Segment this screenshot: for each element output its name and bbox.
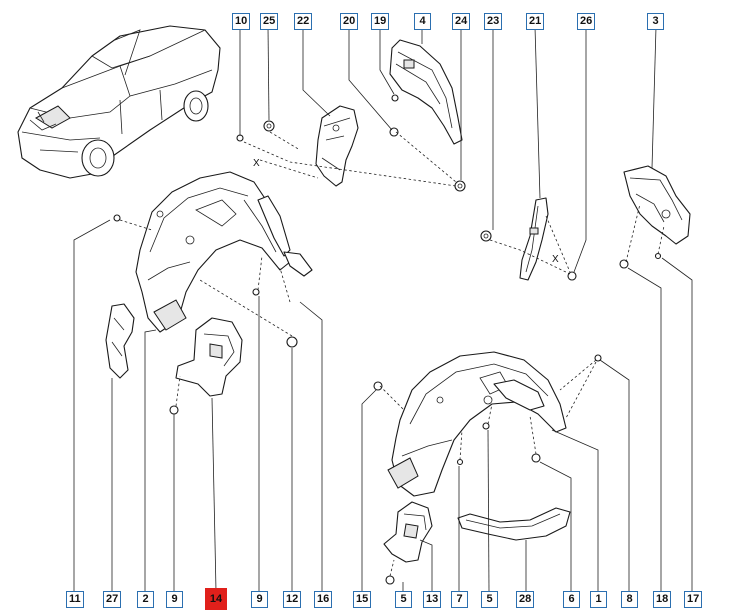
part-13-deflector bbox=[383, 501, 433, 563]
callout-25[interactable]: 25 bbox=[260, 13, 279, 30]
part-14-deflector bbox=[175, 317, 243, 397]
callout-6[interactable]: 6 bbox=[563, 591, 580, 608]
x-marker-mid: X bbox=[552, 254, 559, 265]
part-2-wheel-arch-liner-left bbox=[135, 171, 313, 333]
callout-2[interactable]: 2 bbox=[137, 591, 154, 608]
part-1-wheel-arch-liner-right bbox=[387, 351, 567, 497]
callout-4[interactable]: 4 bbox=[414, 13, 431, 30]
callout-22[interactable]: 22 bbox=[294, 13, 313, 30]
part-21-strip bbox=[519, 197, 549, 281]
car-thumbnail bbox=[17, 25, 221, 179]
callout-10[interactable]: 10 bbox=[232, 13, 251, 30]
callout-24[interactable]: 24 bbox=[452, 13, 471, 30]
callout-12[interactable]: 12 bbox=[283, 591, 302, 608]
callout-15[interactable]: 15 bbox=[353, 591, 372, 608]
callout-3[interactable]: 3 bbox=[647, 13, 664, 30]
assembly-lines bbox=[119, 131, 665, 577]
callout-5-left[interactable]: 5 bbox=[395, 591, 412, 608]
callout-20[interactable]: 20 bbox=[340, 13, 359, 30]
callout-28[interactable]: 28 bbox=[516, 591, 535, 608]
callout-16[interactable]: 16 bbox=[314, 591, 333, 608]
callout-19[interactable]: 19 bbox=[371, 13, 390, 30]
callout-21[interactable]: 21 bbox=[526, 13, 545, 30]
callout-1[interactable]: 1 bbox=[590, 591, 607, 608]
part-22-bracket bbox=[315, 105, 359, 187]
part-27-trim bbox=[105, 303, 135, 379]
callout-9-left[interactable]: 9 bbox=[166, 591, 183, 608]
callout-7[interactable]: 7 bbox=[451, 591, 468, 608]
part-4-shield bbox=[389, 39, 463, 145]
callout-9-right[interactable]: 9 bbox=[251, 591, 268, 608]
x-marker-left: X bbox=[253, 158, 260, 169]
leader-lines bbox=[73, 26, 693, 592]
callout-26[interactable]: 26 bbox=[577, 13, 596, 30]
callout-18[interactable]: 18 bbox=[653, 591, 672, 608]
part-28-strip bbox=[457, 507, 571, 541]
part-3-shield bbox=[623, 165, 691, 245]
callout-11[interactable]: 11 bbox=[66, 591, 84, 608]
callout-8[interactable]: 8 bbox=[621, 591, 638, 608]
callout-23[interactable]: 23 bbox=[484, 13, 503, 30]
callout-27[interactable]: 27 bbox=[103, 591, 122, 608]
callout-13[interactable]: 13 bbox=[423, 591, 442, 608]
callout-5-right[interactable]: 5 bbox=[481, 591, 498, 608]
callout-17[interactable]: 17 bbox=[684, 591, 703, 608]
callout-14-highlighted[interactable]: 14 bbox=[205, 588, 227, 610]
fasteners bbox=[113, 94, 662, 585]
